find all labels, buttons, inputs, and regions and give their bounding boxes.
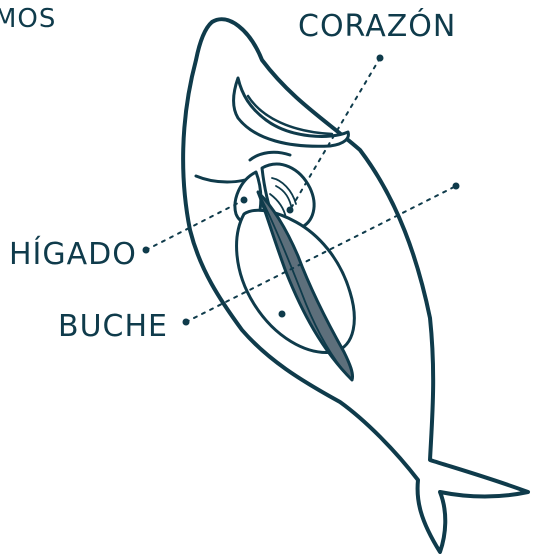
dot-liver-start	[143, 247, 149, 253]
dot-heart-target	[287, 207, 293, 213]
dot-liver-target	[241, 197, 247, 203]
label-liver: HÍGADO	[9, 240, 137, 270]
dot-crop-start	[183, 319, 189, 325]
label-crop: BUCHE	[58, 312, 168, 342]
dot-heart-end	[377, 55, 383, 61]
dot-crop-end	[453, 183, 459, 189]
dot-crop-target	[279, 311, 285, 317]
label-gills: MOS	[0, 6, 56, 32]
label-heart: CORAZÓN	[298, 12, 456, 42]
